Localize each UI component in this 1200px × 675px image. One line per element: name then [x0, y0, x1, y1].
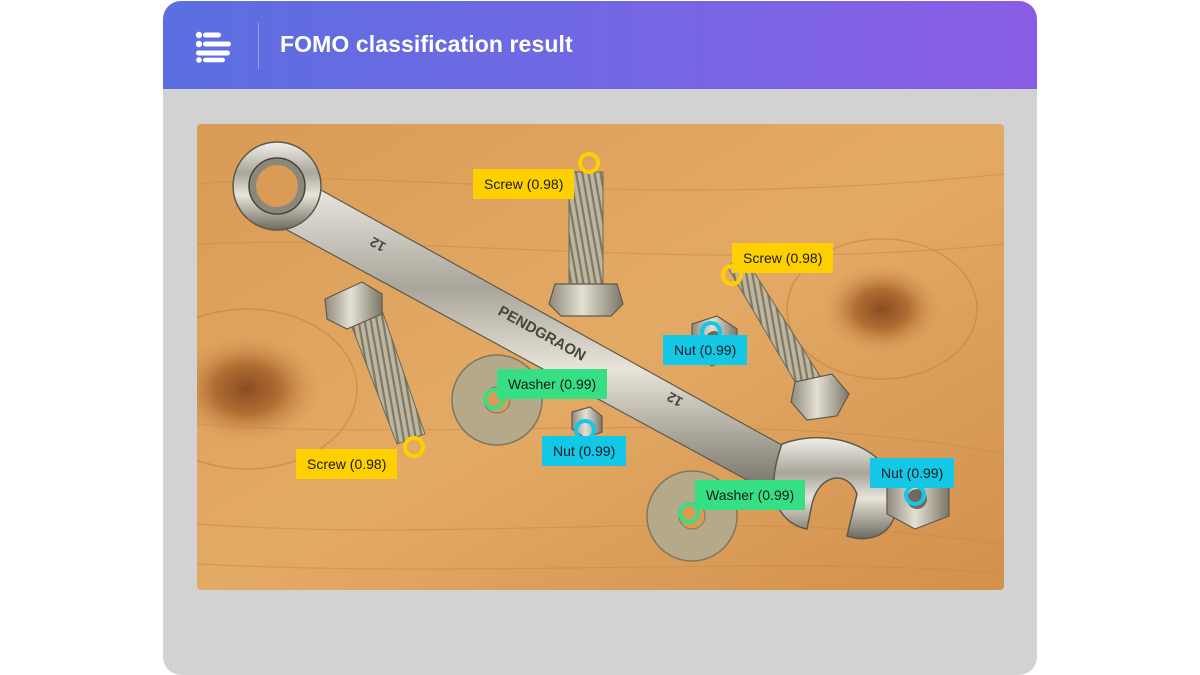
detection-label-nut: Nut (0.99) [663, 335, 748, 365]
classified-image: PENDGRAON 12 12 [197, 124, 1004, 590]
detection-label-washer: Washer (0.99) [497, 369, 608, 399]
screw-upright [548, 171, 624, 317]
result-card: FOMO classification result [163, 1, 1037, 675]
header-divider [258, 23, 259, 69]
wrench-size-mark: 12 [367, 234, 389, 256]
screw-right [726, 257, 850, 421]
detection-label-washer: Washer (0.99) [695, 480, 806, 510]
detection-marker-washer [678, 502, 700, 524]
detection-marker-screw [403, 436, 425, 458]
detection-label-screw: Screw (0.98) [296, 449, 398, 479]
detection-label-nut: Nut (0.99) [542, 436, 627, 466]
detection-marker-screw [578, 152, 600, 174]
wrench: PENDGRAON 12 12 [232, 141, 898, 540]
screw-left [324, 281, 426, 445]
detection-label-nut: Nut (0.99) [870, 458, 955, 488]
wood-knot [822, 264, 942, 354]
detection-label-screw: Screw (0.98) [732, 243, 834, 273]
header-bar: FOMO classification result [163, 1, 1037, 89]
page-title: FOMO classification result [280, 31, 573, 57]
detection-marker-washer [483, 388, 505, 410]
wood-knot [197, 334, 322, 444]
detection-label-screw: Screw (0.98) [473, 169, 575, 199]
menu-bars-logo-icon [195, 31, 231, 63]
wrench-size-mark: 12 [664, 389, 686, 411]
hardware-photo: PENDGRAON 12 12 [197, 124, 1004, 590]
